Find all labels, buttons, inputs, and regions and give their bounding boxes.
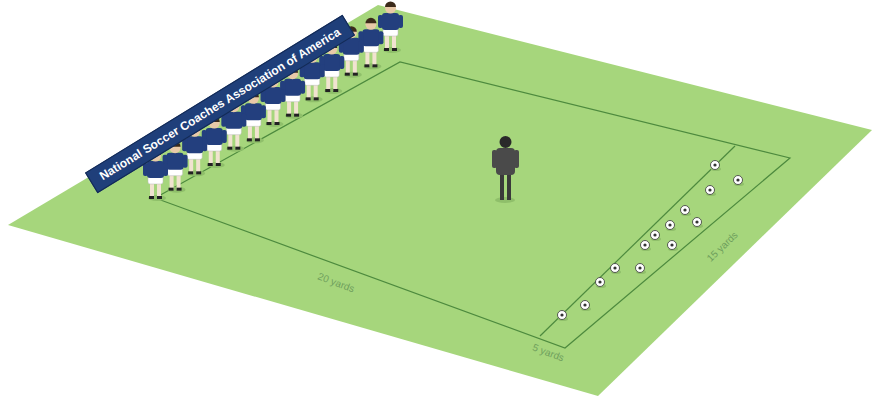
ball bbox=[706, 186, 715, 195]
balls bbox=[558, 161, 745, 322]
ball bbox=[734, 176, 743, 185]
grid-outline bbox=[155, 62, 790, 348]
ball bbox=[681, 206, 690, 215]
ball-patch bbox=[713, 163, 716, 166]
ball-patch bbox=[683, 208, 686, 211]
pitch bbox=[8, 5, 872, 396]
ball-patch bbox=[583, 303, 586, 306]
ball bbox=[636, 264, 645, 273]
ball bbox=[558, 311, 567, 320]
ball bbox=[641, 241, 650, 250]
ball-patch bbox=[643, 243, 646, 246]
player bbox=[378, 1, 403, 53]
player bbox=[358, 18, 383, 70]
coach-figure bbox=[492, 136, 519, 203]
ball bbox=[668, 241, 677, 250]
zone-line bbox=[540, 146, 735, 336]
ball bbox=[666, 221, 675, 230]
ball bbox=[693, 218, 702, 227]
ball-patch bbox=[613, 266, 616, 269]
ball-patch bbox=[670, 243, 673, 246]
ball-patch bbox=[695, 220, 698, 223]
ball-patch bbox=[668, 223, 671, 226]
ball bbox=[651, 231, 660, 240]
ball-patch bbox=[598, 280, 601, 283]
ball bbox=[596, 278, 605, 287]
ball bbox=[711, 161, 720, 170]
ball-patch bbox=[560, 313, 563, 316]
ball-patch bbox=[708, 188, 711, 191]
ball-patch bbox=[638, 266, 641, 269]
ball bbox=[611, 264, 620, 273]
players bbox=[143, 1, 403, 201]
ball-patch bbox=[736, 178, 739, 181]
ball-patch bbox=[653, 233, 656, 236]
ball bbox=[581, 301, 590, 310]
